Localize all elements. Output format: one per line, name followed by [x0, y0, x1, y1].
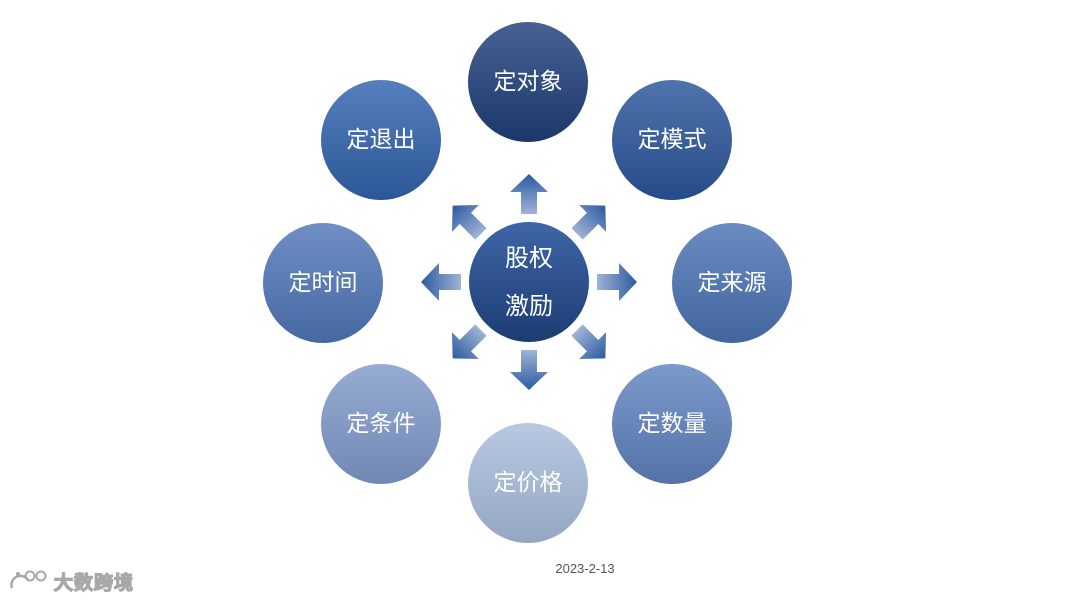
arrow-to-object	[510, 174, 548, 214]
node-condition: 定条件	[321, 364, 441, 484]
node-circle-condition	[321, 364, 441, 484]
center-label-line2: 激励	[505, 292, 553, 320]
node-label-exit: 定退出	[347, 127, 416, 153]
center-node: 股权 激励	[469, 222, 589, 342]
node-circle-price	[468, 423, 588, 543]
center-circle	[469, 222, 589, 342]
node-quantity: 定数量	[612, 364, 732, 484]
node-circle-time	[263, 223, 383, 343]
node-label-price: 定价格	[494, 470, 563, 496]
node-label-mode: 定模式	[638, 127, 707, 153]
node-label-condition: 定条件	[347, 411, 416, 437]
node-circle-exit	[321, 80, 441, 200]
arrow-to-time	[421, 263, 461, 301]
arrow-to-source	[597, 263, 637, 301]
node-mode: 定模式	[612, 80, 732, 200]
arrows-layer	[421, 174, 637, 390]
date-label: 2023-2-13	[555, 561, 615, 576]
node-label-object: 定对象	[494, 69, 563, 95]
watermark: 大数跨境	[8, 566, 134, 596]
node-circle-object	[468, 22, 588, 142]
arrow-to-condition	[451, 324, 487, 360]
arrow-to-price	[510, 350, 548, 390]
arrow-to-quantity	[571, 324, 607, 360]
arrow-to-exit	[451, 204, 487, 240]
node-label-quantity: 定数量	[638, 411, 707, 437]
node-circle-quantity	[612, 364, 732, 484]
node-exit: 定退出	[321, 80, 441, 200]
arrow-to-mode	[571, 204, 607, 240]
node-circle-mode	[612, 80, 732, 200]
node-source: 定来源	[672, 223, 792, 343]
node-circle-source	[672, 223, 792, 343]
node-time: 定时间	[263, 223, 383, 343]
sun-logo-icon	[10, 570, 47, 589]
node-object: 定对象	[468, 22, 588, 142]
center-label-line1: 股权	[505, 244, 553, 272]
node-label-time: 定时间	[289, 270, 358, 296]
node-label-source: 定来源	[698, 270, 767, 296]
watermark-text: 大数跨境	[53, 571, 135, 594]
node-price: 定价格	[468, 423, 588, 543]
